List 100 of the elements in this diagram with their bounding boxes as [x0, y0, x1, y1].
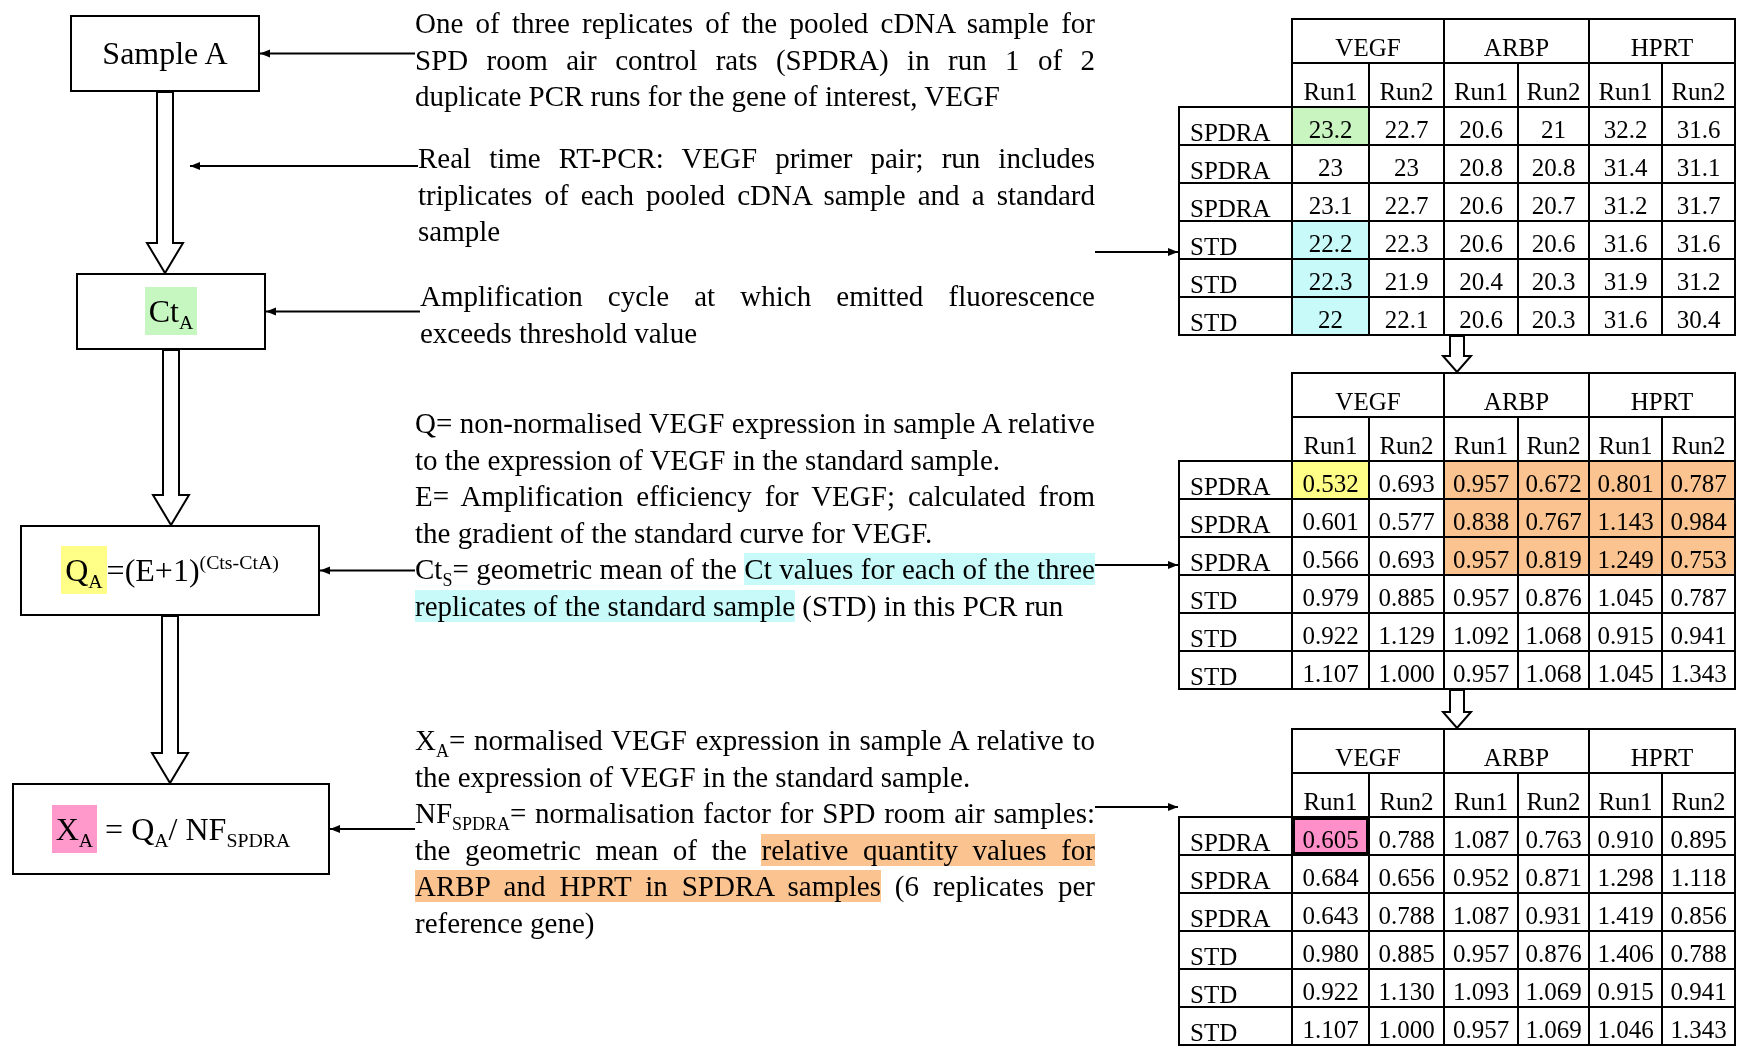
- table-cell: 1.118: [1662, 855, 1735, 893]
- table-cell: 20.6: [1444, 183, 1518, 221]
- table-cell: 0.931: [1518, 893, 1589, 931]
- table-cell: 0.895: [1662, 817, 1735, 855]
- description-text: X$_{A}$= normalised VEGF expression in sample A relative to the expression of VEGF in the standard sample.: [415, 723, 1095, 795]
- table-cell: 20.6: [1444, 221, 1518, 259]
- table-cell: 20.8: [1518, 145, 1589, 183]
- row-header: SPDRA: [1179, 893, 1292, 931]
- table-cell: 0.957: [1444, 575, 1518, 613]
- table-cell: 1.107: [1292, 651, 1369, 689]
- table-cell: 1.087: [1444, 893, 1518, 931]
- table-cell: 21: [1518, 107, 1589, 145]
- column-header: HPRT: [1589, 373, 1735, 417]
- table-cell: 1.143: [1589, 499, 1662, 537]
- row-header: STD: [1179, 1007, 1292, 1045]
- table-cell: 0.980: [1292, 931, 1369, 969]
- block-arrow: [151, 349, 191, 527]
- table-cell: 0.941: [1662, 969, 1735, 1007]
- row-header: STD: [1179, 969, 1292, 1007]
- table-cell: 1.069: [1518, 969, 1589, 1007]
- table-cell: 0.801: [1589, 461, 1662, 499]
- column-header: Run1: [1444, 773, 1518, 817]
- row-header: SPDRA: [1179, 855, 1292, 893]
- column-header: ARBP: [1444, 373, 1589, 417]
- table-cell: 1.107: [1292, 1007, 1369, 1045]
- table-cell: 20.3: [1518, 297, 1589, 335]
- column-header: VEGF: [1292, 19, 1444, 63]
- table-cell: 0.957: [1444, 461, 1518, 499]
- table-cell: 1.087: [1444, 817, 1518, 855]
- table-cell: 31.9: [1589, 259, 1662, 297]
- row-header: STD: [1179, 259, 1292, 297]
- row-header: SPDRA: [1179, 499, 1292, 537]
- table-cell: 22.3: [1369, 221, 1444, 259]
- table-cell: 0.763: [1518, 817, 1589, 855]
- table-cell: 31.6: [1662, 221, 1735, 259]
- table-cell: 22.7: [1369, 107, 1444, 145]
- table-cell: 20.3: [1518, 259, 1589, 297]
- table-cell: 1.068: [1518, 613, 1589, 651]
- description-text: One of three replicates of the pooled cDNA sample for SPD room air control rats (SPDRA) in run 1 of 2 duplicate PCR runs for the gene of interest, VEGF: [415, 6, 1095, 114]
- table-cell: 31.6: [1589, 297, 1662, 335]
- row-header: SPDRA: [1179, 461, 1292, 499]
- table-cell: 0.876: [1518, 575, 1589, 613]
- description-text: Q= non-normalised VEGF expression in sample A relative to the expression of VEGF in the standard sample.: [415, 406, 1095, 478]
- table-cell: 23: [1369, 145, 1444, 183]
- block-arrow: [145, 91, 185, 275]
- table-cell: 0.566: [1292, 537, 1369, 575]
- description-text: E= Amplification efficiency for VEGF; calculated from the gradient of the standard curve for VEGF.: [415, 479, 1095, 551]
- table-cell: 0.672: [1518, 461, 1589, 499]
- column-header: ARBP: [1444, 729, 1589, 773]
- table-cell: 0.922: [1292, 613, 1369, 651]
- process-box: X$_{A}$ = Q$_{A}$/ NF$_{SPDRA}$: [12, 783, 330, 875]
- table-cell: 0.957: [1444, 931, 1518, 969]
- table-cell: 0.753: [1662, 537, 1735, 575]
- arrow: [329, 825, 416, 833]
- table-cell: 21.9: [1369, 259, 1444, 297]
- block-arrow: [1440, 335, 1474, 374]
- table-cell: 1.000: [1369, 1007, 1444, 1045]
- description-text: Amplification cycle at which emitted fluorescence exceeds threshold value: [420, 279, 1095, 351]
- table-cell: 31.2: [1662, 259, 1735, 297]
- arrow: [1094, 803, 1179, 811]
- table-cell: 20.6: [1444, 107, 1518, 145]
- arrow: [319, 566, 416, 575]
- table-cell: 0.684: [1292, 855, 1369, 893]
- table-cell: 23.2: [1292, 107, 1369, 145]
- row-header: SPDRA: [1179, 145, 1292, 183]
- table-cell: 0.885: [1369, 931, 1444, 969]
- row-header: SPDRA: [1179, 183, 1292, 221]
- table-cell: 1.343: [1662, 651, 1735, 689]
- description-text: Ct$_{S}$= geometric mean of the Ct values for each of the three replicates of the standard sample (STD) in this PCR run: [415, 552, 1095, 624]
- table-cell: 0.910: [1589, 817, 1662, 855]
- table-cell: 0.788: [1662, 931, 1735, 969]
- row-header: STD: [1179, 651, 1292, 689]
- table-cell: 22: [1292, 297, 1369, 335]
- table-cell: 20.8: [1444, 145, 1518, 183]
- description-text: Real time RT-PCR: VEGF primer pair; run includes triplicates of each pooled cDNA sample and a standard sample: [418, 141, 1095, 249]
- row-header: SPDRA: [1179, 107, 1292, 145]
- data-table: [1178, 372, 1736, 690]
- table-cell: 0.957: [1444, 1007, 1518, 1045]
- table-cell: 0.532: [1292, 461, 1369, 499]
- table-cell: 32.2: [1589, 107, 1662, 145]
- arrow: [1094, 561, 1179, 569]
- table-cell: 1.000: [1369, 651, 1444, 689]
- column-header: Run2: [1662, 63, 1735, 107]
- table-cell: 0.941: [1662, 613, 1735, 651]
- block-arrow: [1440, 689, 1474, 730]
- table-cell: 0.979: [1292, 575, 1369, 613]
- description-text: NF$_{SPDRA}$= normalisation factor for SPD room air samples: the geometric mean of the relative quantity values for ARBP and HPRT in SPDRA samples (6 replicates per reference gene): [415, 796, 1095, 941]
- row-header: STD: [1179, 221, 1292, 259]
- table-cell: 1.093: [1444, 969, 1518, 1007]
- table-cell: 31.7: [1662, 183, 1735, 221]
- table-cell: 20.4: [1444, 259, 1518, 297]
- row-header: STD: [1179, 931, 1292, 969]
- table-cell: 22.7: [1369, 183, 1444, 221]
- table-cell: 22.1: [1369, 297, 1444, 335]
- table-cell: 0.957: [1444, 537, 1518, 575]
- table-cell: 20.6: [1444, 297, 1518, 335]
- row-header: STD: [1179, 297, 1292, 335]
- column-header: Run1: [1589, 63, 1662, 107]
- row-header: STD: [1179, 613, 1292, 651]
- column-header: Run2: [1662, 773, 1735, 817]
